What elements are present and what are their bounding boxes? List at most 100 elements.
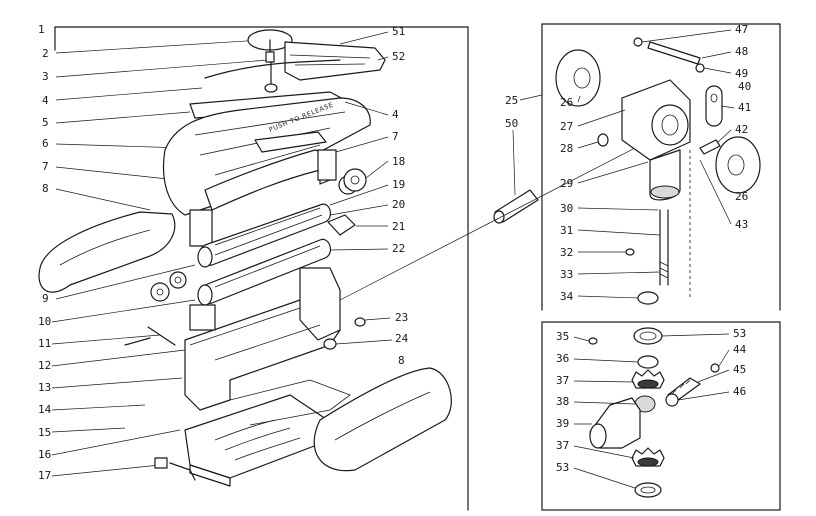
label-39: 39	[556, 417, 569, 430]
spring-wire	[204, 59, 341, 79]
clip-21	[327, 214, 356, 236]
left-labels: 1 2 3 4 5 6 7 8 9 10 11 12 13 14 15 16 1…	[38, 23, 52, 482]
wire-bracket	[229, 379, 351, 426]
plate-41	[705, 85, 723, 127]
label-1: 1	[38, 23, 45, 36]
label-48: 48	[735, 45, 748, 58]
pin-48	[647, 41, 701, 65]
pin-32	[625, 248, 635, 256]
end-cap-top	[38, 211, 176, 293]
label-25: 25	[505, 94, 518, 107]
label-38: 38	[556, 395, 569, 408]
label-26a: 26	[560, 96, 573, 109]
ring-34	[637, 291, 659, 305]
label-15: 15	[38, 426, 51, 439]
cover-disc-26-left	[555, 49, 601, 107]
label-16: 16	[38, 448, 51, 461]
label-30: 30	[560, 202, 573, 215]
gear-parts	[588, 327, 720, 498]
screw-42	[699, 139, 721, 155]
washers-18	[338, 168, 367, 195]
screw-28	[597, 133, 609, 147]
gearbox-housing	[621, 79, 691, 201]
label-24: 24	[395, 332, 409, 345]
label-7b: 7	[392, 130, 399, 143]
label-29: 29	[560, 177, 573, 190]
label-35: 35	[556, 330, 569, 343]
label-26b: 26	[735, 190, 748, 203]
label-6: 6	[42, 137, 49, 150]
pin-10	[147, 326, 176, 346]
label-2: 2	[42, 47, 49, 60]
label-19: 19	[392, 178, 405, 191]
top-cover	[284, 41, 386, 81]
assembly-axis-line	[339, 129, 671, 301]
label-52: 52	[392, 50, 405, 63]
end-cap-bottom	[313, 367, 452, 472]
gear-labels: 35 36 37 38 39 37 53 53 44 45 46	[556, 327, 747, 474]
label-9: 9	[42, 292, 49, 305]
left-assembly-frame	[54, 26, 469, 511]
label-32: 32	[560, 246, 573, 259]
label-18: 18	[392, 155, 405, 168]
foot-clip	[154, 457, 196, 481]
label-53a: 53	[556, 461, 569, 474]
label-4b: 4	[392, 108, 399, 121]
left-leader-lines	[51, 39, 269, 477]
label-10: 10	[38, 315, 51, 328]
roller-frame	[184, 267, 341, 411]
label-5: 5	[42, 116, 49, 129]
label-40: 40	[738, 80, 751, 93]
label-17: 17	[38, 469, 51, 482]
label-33: 33	[560, 268, 573, 281]
screw-49	[695, 63, 705, 73]
right-top-labels: 51 52 4 7 18 19 20 21 22 8	[392, 25, 405, 367]
label-3: 3	[42, 70, 49, 83]
label-50: 50	[505, 117, 518, 130]
drive-shaft	[659, 209, 669, 286]
label-34: 34	[560, 290, 574, 303]
label-49: 49	[735, 67, 748, 80]
label-28: 28	[560, 142, 573, 155]
right-top-leaders	[329, 31, 389, 251]
cover-disc-26-right	[715, 136, 761, 194]
screw-11	[124, 337, 151, 346]
label-53b: 53	[733, 327, 746, 340]
label-7: 7	[42, 160, 49, 173]
label-43: 43	[735, 218, 748, 231]
label-23: 23	[395, 311, 408, 324]
label-21: 21	[392, 220, 405, 233]
top-knob	[247, 29, 293, 93]
label-36: 36	[556, 352, 569, 365]
gearbox-frame	[541, 23, 781, 311]
label-47: 47	[735, 23, 748, 36]
side-bracket	[189, 149, 337, 247]
label-12: 12	[38, 359, 51, 372]
label-22: 22	[392, 242, 405, 255]
washers-9	[150, 271, 187, 302]
label-51: 51	[392, 25, 405, 38]
label-46: 46	[733, 385, 746, 398]
base-plate	[184, 394, 336, 487]
upper-roller	[197, 203, 332, 268]
gearbox-labels: 26 27 28 29 47 48 49 40 41 42 26 43	[560, 23, 751, 231]
label-37b: 37	[556, 439, 569, 452]
label-14: 14	[38, 403, 52, 416]
label-41: 41	[738, 101, 751, 114]
shaft-labels: 30 31 32 33 34	[560, 202, 574, 303]
screws-23-24	[323, 317, 393, 350]
label-37a: 37	[556, 374, 569, 387]
label-11: 11	[38, 337, 51, 350]
label-42: 42	[735, 123, 748, 136]
label-8b: 8	[398, 354, 405, 367]
screw-47	[633, 37, 643, 47]
label-13: 13	[38, 381, 51, 394]
lower-roller	[197, 238, 332, 306]
gear-leaders	[573, 333, 730, 489]
label-4: 4	[42, 94, 49, 107]
label-31: 31	[560, 224, 573, 237]
shaft-leaders	[577, 207, 661, 299]
label-8: 8	[42, 182, 49, 195]
group-25-leader	[519, 94, 543, 101]
